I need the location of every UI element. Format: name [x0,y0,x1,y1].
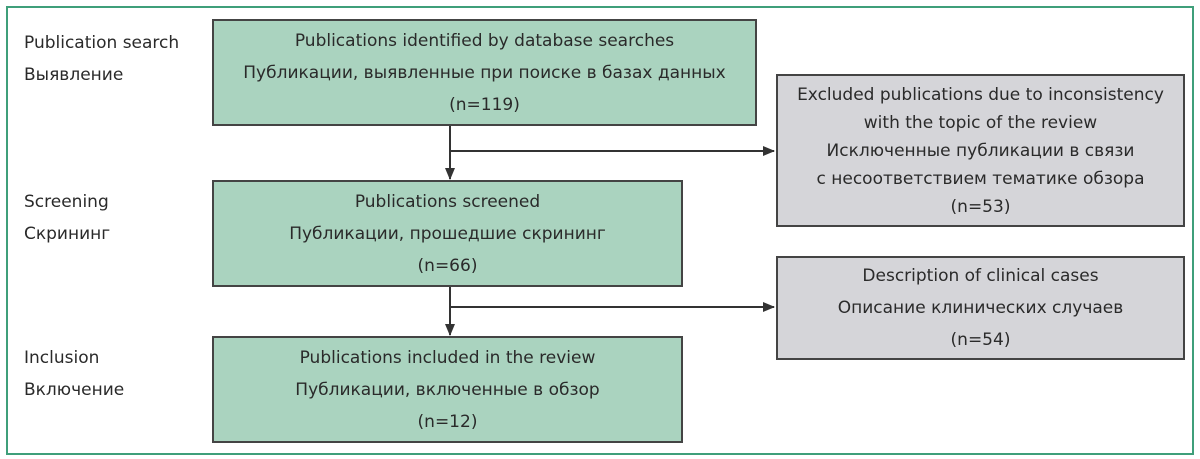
box-count: (n=66) [417,255,478,276]
box-identified: Publications identified by database sear… [212,19,757,126]
box-text-ru: Публикации, выявленные при поиске в база… [243,62,726,83]
box-text-en: Description of clinical cases [862,266,1099,286]
stage-label-en: Screening [24,192,109,212]
stage-label-en: Inclusion [24,348,100,368]
stage-label-ru: Включение [24,380,125,400]
box-clinical-cases: Description of clinical cases Описание к… [776,256,1185,360]
stage-label-ru: Выявление [24,65,124,85]
stage-label-en: Publication search [24,33,180,53]
box-excluded-topic: Excluded publications due to inconsisten… [776,74,1185,227]
box-text-ru: Публикации, прошедшие скрининг [289,223,606,244]
stage-label-search: Publication search Выявление [24,27,179,91]
stage-label-screening: Screening Скрининг [24,186,110,250]
box-text-en: Excluded publications due to inconsisten… [797,84,1164,105]
box-text-en: Publications screened [354,191,541,212]
box-count: (n=53) [950,196,1011,217]
box-included: Publications included in the review Публ… [212,336,683,443]
box-text-en: Publications identified by database sear… [294,30,675,51]
stage-label-ru: Скрининг [24,224,111,244]
box-count: (n=54) [950,330,1011,350]
box-text-ru: Публикации, включенные в обзор [295,379,600,400]
stage-label-inclusion: Inclusion Включение [24,342,124,406]
box-count: (n=119) [449,94,520,115]
box-text-ru: с несоответствием тематике обзора [816,168,1145,189]
box-screened: Publications screened Публикации, прошед… [212,180,683,287]
box-text-ru: Описание клинических случаев [837,298,1124,318]
box-count: (n=12) [417,411,478,432]
box-text-en: with the topic of the review [863,112,1098,133]
box-text-en: Publications included in the review [299,347,596,368]
box-text-ru: Исключенные публикации в связи [826,140,1135,161]
